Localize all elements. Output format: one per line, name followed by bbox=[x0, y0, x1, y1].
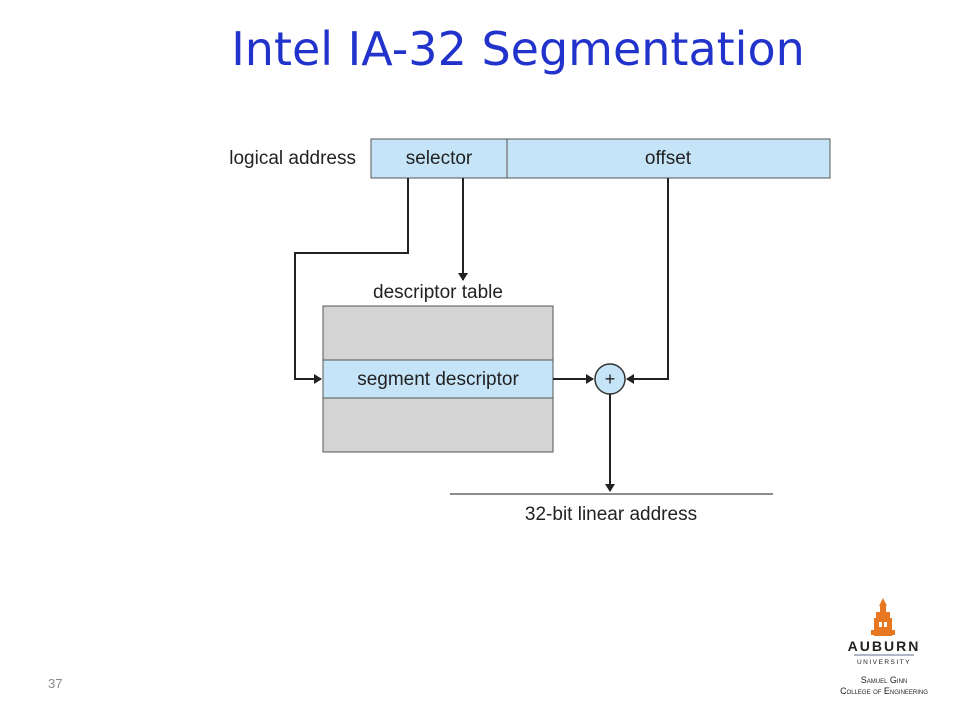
linear-address-label: 32-bit linear address bbox=[525, 504, 697, 525]
logical-address-label: logical address bbox=[229, 148, 356, 169]
selector-index-arrow bbox=[294, 178, 409, 384]
logo-sub: UNIVERSITY bbox=[857, 659, 911, 666]
segment-descriptor-row bbox=[322, 359, 554, 399]
page-number: 37 bbox=[48, 676, 63, 691]
adder-symbol: + bbox=[605, 369, 616, 389]
descriptor-table-label: descriptor table bbox=[373, 282, 503, 303]
auburn-logo: AUBURN UNIVERSITY Samuel Ginn College of… bbox=[840, 598, 928, 696]
logo-name: AUBURN bbox=[848, 638, 921, 654]
slide-title: Intel IA-32 Segmentation bbox=[231, 22, 805, 76]
logo-college-line2: College of Engineering bbox=[840, 686, 928, 696]
tower-icon bbox=[871, 598, 895, 636]
offset-arrow bbox=[626, 178, 669, 384]
segment-descriptor-label: segment descriptor bbox=[357, 369, 519, 390]
offset-label: offset bbox=[645, 148, 692, 169]
selector-field bbox=[370, 138, 508, 179]
offset-field bbox=[506, 138, 831, 179]
logo-college-line1: Samuel Ginn bbox=[861, 675, 908, 685]
selector-label: selector bbox=[406, 148, 473, 169]
